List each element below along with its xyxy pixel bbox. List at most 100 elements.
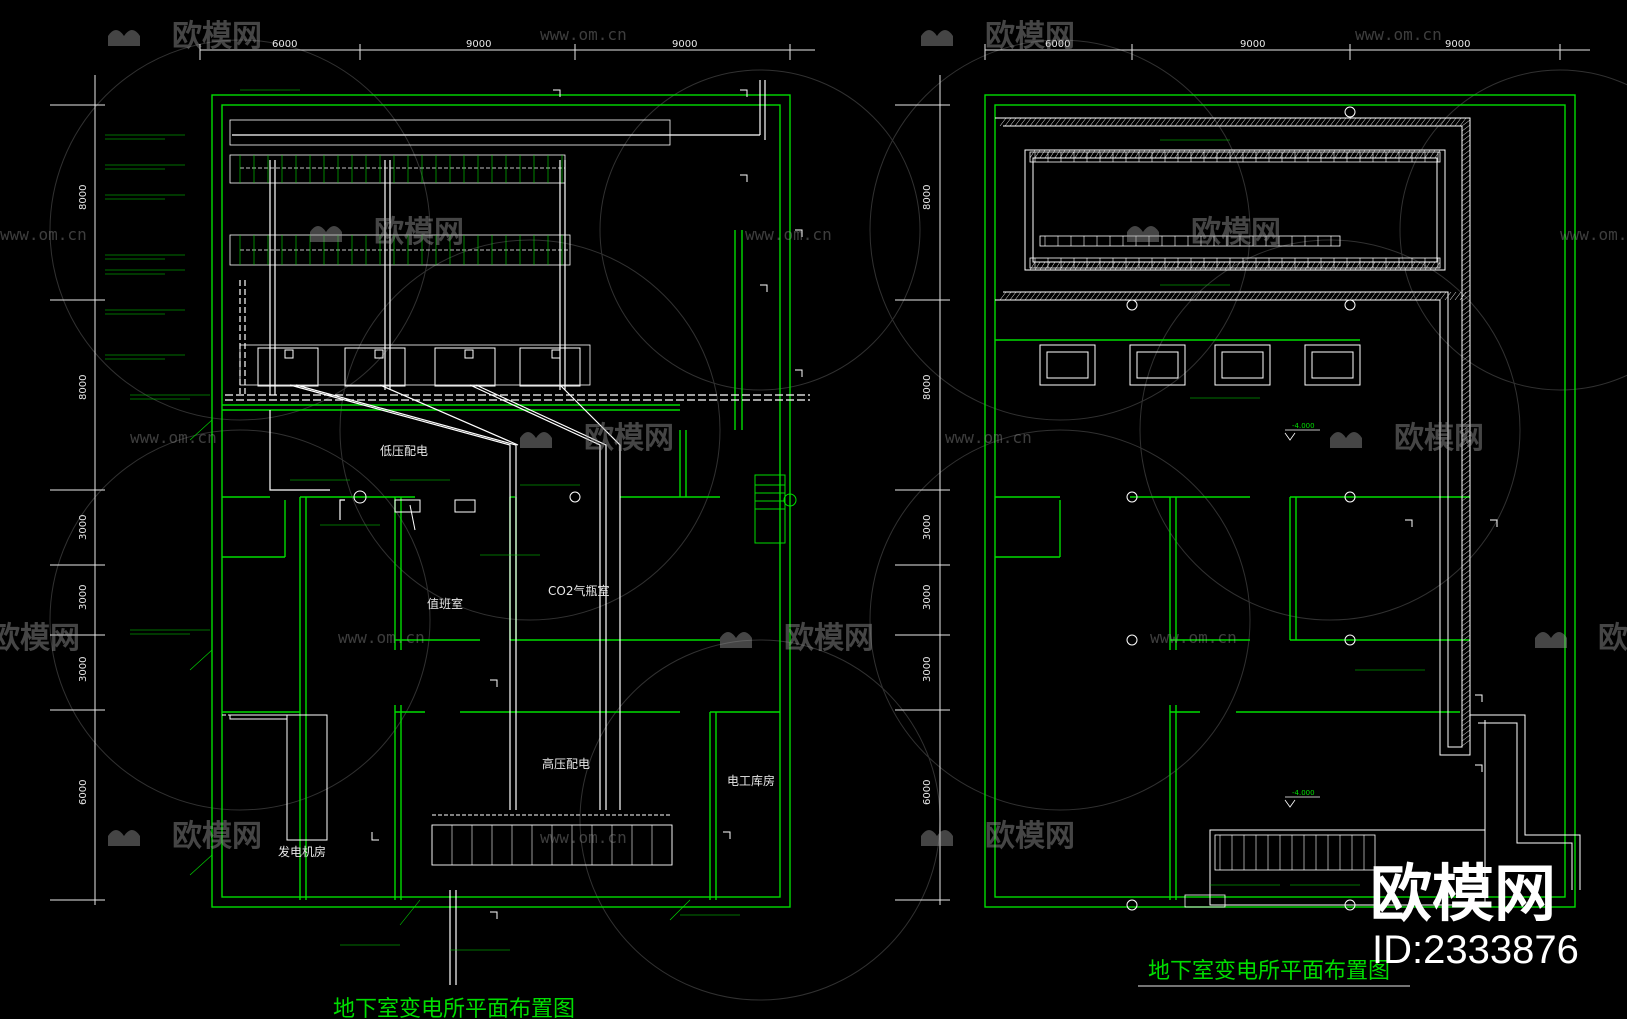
- right-dim-side-1: 8000: [922, 185, 933, 210]
- hatch-stroke: [1379, 149, 1386, 159]
- hatch-stroke: [1259, 149, 1266, 159]
- hatch-stroke: [1409, 261, 1416, 271]
- watermark-url-3: www.om.cn: [0, 225, 87, 244]
- hatch-stroke: [1224, 261, 1231, 271]
- hatch-stroke: [1461, 409, 1471, 417]
- hatch-stroke: [1461, 619, 1471, 627]
- hatch-stroke: [1309, 149, 1316, 159]
- hatch-stroke: [1461, 504, 1471, 512]
- hatch-stroke: [1094, 117, 1102, 127]
- right-level-markers: [1284, 429, 1320, 808]
- hatch-stroke: [1461, 579, 1471, 587]
- hatch-stroke: [1389, 261, 1396, 271]
- hatch-stroke: [1324, 261, 1331, 271]
- svg-text:欧模网: 欧模网: [584, 421, 674, 456]
- hatch-stroke: [1461, 509, 1471, 517]
- hatch-stroke: [1129, 117, 1137, 127]
- hatch-stroke: [1109, 261, 1116, 271]
- hatch-stroke: [1461, 719, 1471, 727]
- hatch-stroke: [1294, 149, 1301, 159]
- hatch-stroke: [1159, 291, 1167, 301]
- hatch-stroke: [1144, 291, 1152, 301]
- watermark-url-5: www.om.cn: [1560, 225, 1627, 244]
- hatch-stroke: [1461, 434, 1471, 442]
- hatch-stroke: [1399, 117, 1407, 127]
- hatch-stroke: [1244, 261, 1251, 271]
- hatch-stroke: [1374, 291, 1382, 301]
- hatch-stroke: [1461, 234, 1471, 242]
- hatch-stroke: [1259, 117, 1267, 127]
- hatch-stroke: [1384, 117, 1392, 127]
- hatch-stroke: [1139, 291, 1147, 301]
- hatch-stroke: [1249, 149, 1256, 159]
- hatch-stroke: [1449, 117, 1457, 127]
- hatch-stroke: [1294, 117, 1302, 127]
- hatch-stroke: [1214, 149, 1221, 159]
- hatch-stroke: [1169, 117, 1177, 127]
- hatch-stroke: [1264, 117, 1272, 127]
- hatch-stroke: [1461, 544, 1471, 552]
- left-transformers: [257, 347, 581, 387]
- hatch-stroke: [1094, 291, 1102, 301]
- left-dim-top-3: 9000: [672, 39, 697, 50]
- svg-text:欧模网: 欧模网: [784, 621, 874, 656]
- right-walls: [984, 94, 1576, 908]
- hatch-stroke: [1274, 261, 1281, 271]
- hatch-stroke: [1214, 117, 1222, 127]
- watermark-logo-3: 欧模网: [310, 215, 464, 250]
- hatch-stroke: [1204, 261, 1211, 271]
- watermark-logo-6: 欧模网: [1330, 421, 1484, 456]
- hatch-stroke: [1344, 261, 1351, 271]
- room-tool: 电工库房: [727, 773, 775, 788]
- hatch-stroke: [1169, 291, 1177, 301]
- hatch-stroke: [1014, 291, 1022, 301]
- right-dim-top-1: 6000: [1045, 39, 1070, 50]
- hatch-stroke: [1199, 149, 1206, 159]
- hatch-stroke: [1204, 149, 1211, 159]
- hatch-stroke: [1134, 149, 1141, 159]
- hatch-stroke: [1369, 117, 1377, 127]
- hatch-stroke: [1129, 149, 1136, 159]
- hatch-stroke: [1334, 149, 1341, 159]
- left-dim-side-2: 8000: [78, 375, 89, 400]
- right-dim-side-5: 3000: [922, 657, 933, 682]
- hatch-stroke: [1124, 117, 1132, 127]
- hatch-stroke: [1461, 694, 1471, 702]
- hatch-stroke: [1461, 539, 1471, 547]
- hatch-stroke: [1269, 291, 1277, 301]
- hatch-stroke: [1084, 117, 1092, 127]
- hatch-stroke: [1204, 291, 1212, 301]
- left-generator: [222, 714, 328, 841]
- hatch-stroke: [1129, 291, 1137, 301]
- hatch-stroke: [1139, 117, 1147, 127]
- hatch-stroke: [1074, 117, 1082, 127]
- right-panel-ticks: [1034, 152, 1439, 870]
- hatch-stroke: [1461, 164, 1471, 172]
- hatch-stroke: [1429, 261, 1436, 271]
- hatch-stroke: [1459, 291, 1467, 301]
- hatch-stroke: [1079, 117, 1087, 127]
- left-dim-top-1: 6000: [272, 39, 297, 50]
- hatch-stroke: [1461, 309, 1471, 317]
- hatch-stroke: [1461, 389, 1471, 397]
- hatch-stroke: [1369, 291, 1377, 301]
- right-dim-side-6: 6000: [922, 780, 933, 805]
- hatch-stroke: [1461, 499, 1471, 507]
- hatch-stroke: [1461, 254, 1471, 262]
- hatch-stroke: [1461, 464, 1471, 472]
- hatch-stroke: [1404, 117, 1412, 127]
- hatch-stroke: [1189, 261, 1196, 271]
- hatch-stroke: [1214, 261, 1221, 271]
- hatch-stroke: [1461, 334, 1471, 342]
- room-duty: 值班室: [427, 596, 463, 611]
- hatch-stroke: [1461, 424, 1471, 432]
- watermark-url-7: www.om.cn: [945, 428, 1032, 447]
- hatch-stroke: [1314, 149, 1321, 159]
- hatch-stroke: [1004, 291, 1012, 301]
- hatch-stroke: [1299, 261, 1306, 271]
- hatch-stroke: [1461, 269, 1471, 277]
- hatch-stroke: [1139, 149, 1146, 159]
- hatch-stroke: [1354, 149, 1361, 159]
- hatch-stroke: [1344, 149, 1351, 159]
- hatch-stroke: [1144, 149, 1151, 159]
